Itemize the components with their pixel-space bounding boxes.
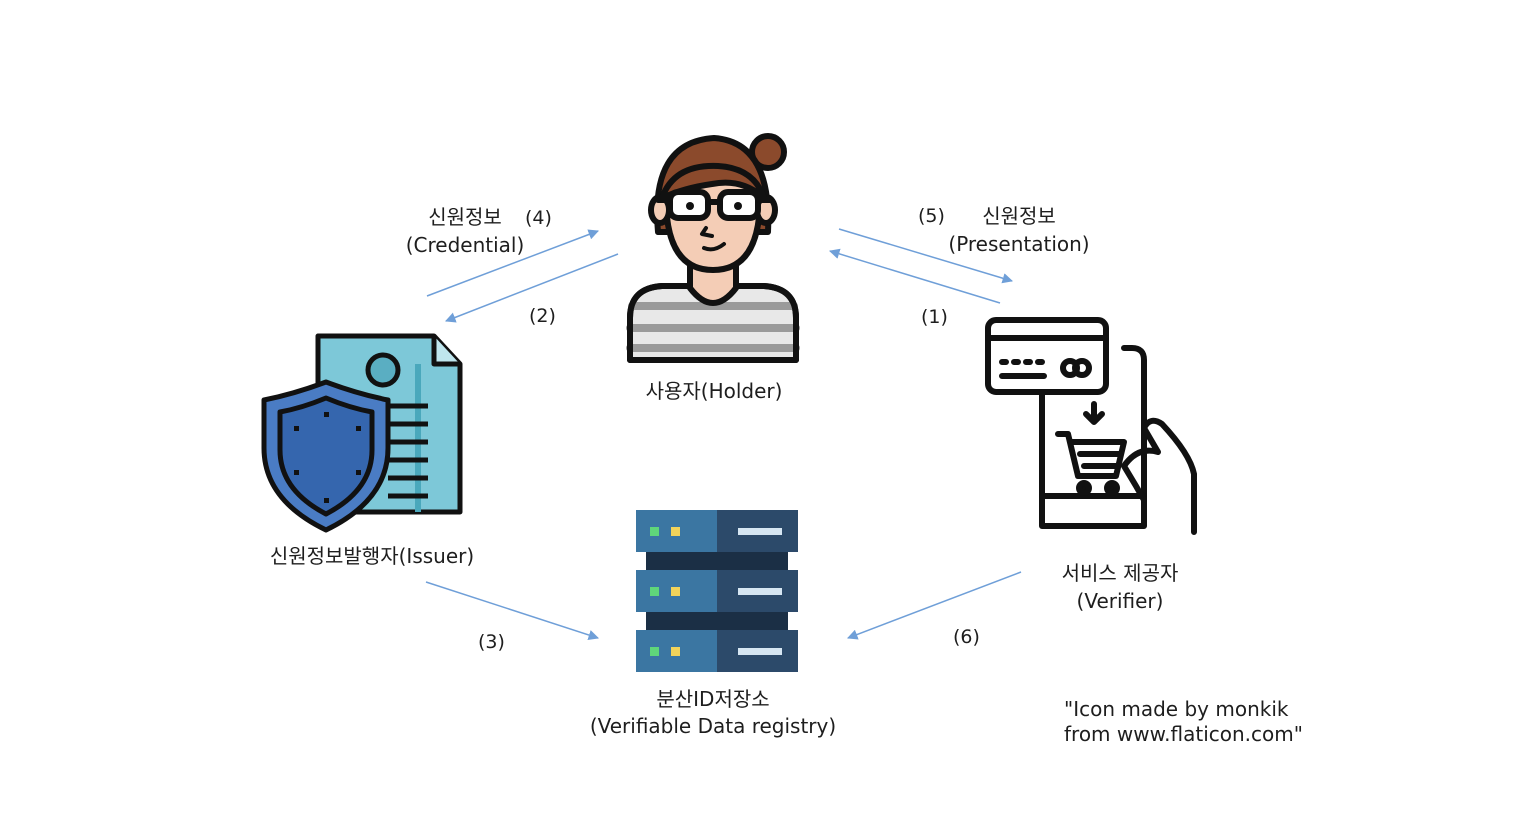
arrow-verifier-to-registry	[847, 571, 1022, 640]
credit-line2: from www.flaticon.com"	[1064, 722, 1303, 746]
registry-label-line2: (Verifiable Data registry)	[589, 714, 837, 738]
registry-label-line1: 분산ID저장소	[656, 687, 770, 711]
issuer-label: 신원정보발행자(Issuer)	[269, 544, 475, 568]
credential-label-line1: 신원정보	[428, 205, 502, 229]
step-2: (2)	[529, 305, 556, 327]
verifier-label-line1: 서비스 제공자	[1061, 561, 1179, 585]
arrow-issuer-to-holder	[426, 229, 599, 297]
step-3: (3)	[478, 631, 505, 653]
registry-server-icon	[636, 510, 798, 672]
credential-label-line2: (Credential)	[405, 233, 525, 257]
arrow-holder-to-issuer	[445, 253, 619, 323]
holder-person-icon	[626, 133, 800, 363]
arrow-holder-to-verifier	[838, 228, 1014, 284]
verifier-label-line2: (Verifier)	[1076, 589, 1164, 613]
arrow-issuer-to-registry	[425, 581, 599, 641]
holder-label: 사용자(Holder)	[645, 379, 783, 403]
arrow-verifier-to-holder	[828, 248, 1001, 304]
issuer-shield-document-icon	[261, 333, 463, 533]
credit-line1: "Icon made by monkik	[1064, 697, 1289, 721]
presentation-label-line2: (Presentation)	[948, 232, 1090, 256]
step-5: (5)	[918, 205, 945, 227]
verifier-phone-shopping-icon	[985, 317, 1197, 535]
presentation-label-line1: 신원정보	[982, 204, 1056, 228]
step-6: (6)	[953, 626, 980, 648]
step-1: (1)	[921, 306, 948, 328]
step-4: (4)	[525, 207, 552, 229]
